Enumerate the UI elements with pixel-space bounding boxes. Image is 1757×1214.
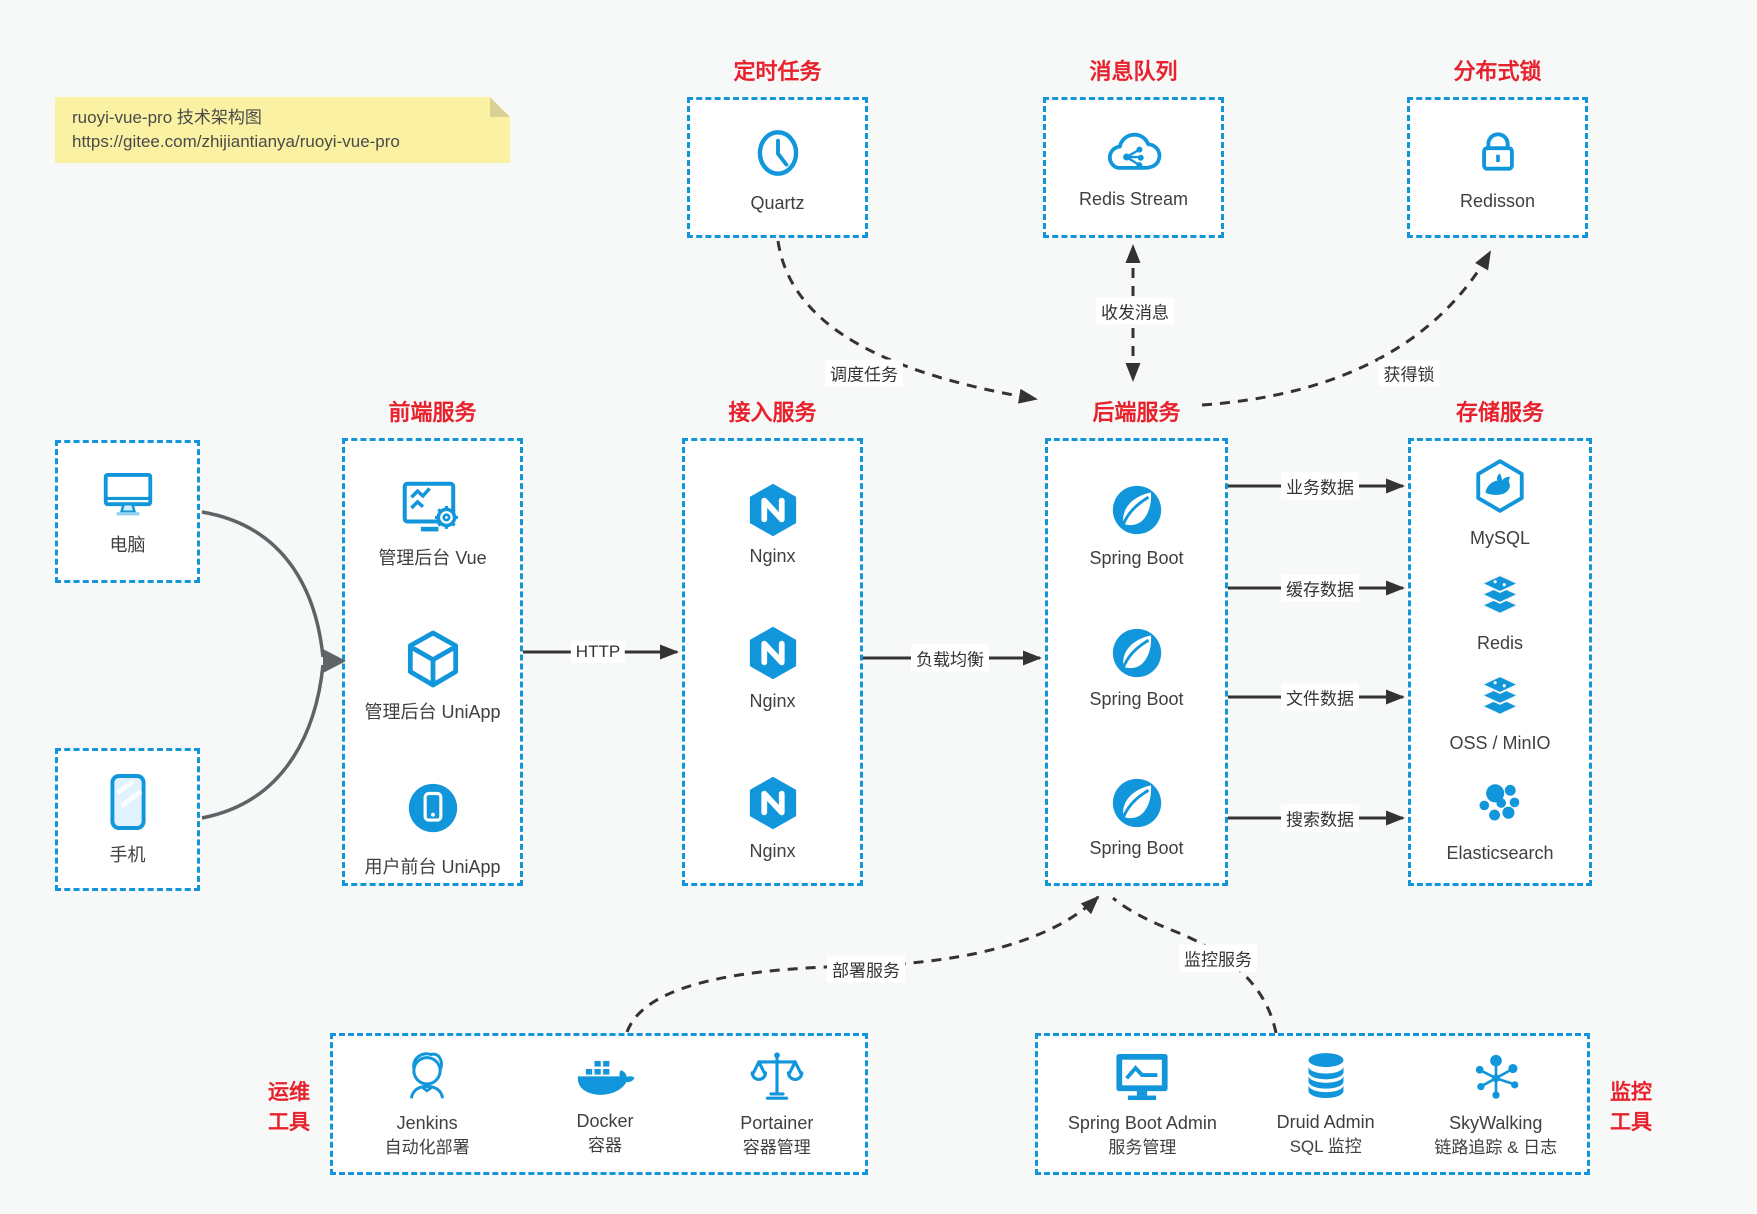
skywalking-item: SkyWalking 链路追踪 & 日志 [1434, 1048, 1557, 1160]
skywalking-icon [1475, 1054, 1519, 1099]
nginx-icon [743, 773, 803, 833]
frontend-services-box: 管理后台 Vue 管理后台 UniApp 用户前台 UniApp [342, 438, 523, 886]
item-label: Spring Boot [1089, 838, 1184, 858]
sticky-note: ruoyi-vue-pro 技术架构图 https://gitee.com/zh… [55, 97, 510, 163]
quartz-label: Quartz [750, 192, 805, 213]
tool-name: Docker [576, 1111, 634, 1131]
tool-desc: SQL 监控 [1289, 1137, 1362, 1156]
edge-phone-to-frontend [201, 664, 325, 820]
redisson-label: Redisson [1459, 190, 1536, 211]
mysql-icon [1471, 457, 1529, 515]
edge-label-schedule: 调度任务 [825, 359, 903, 387]
redis-stream-box: Redis Stream [1043, 97, 1224, 238]
edge-lock-path [1201, 250, 1492, 407]
quartz-box: Quartz [687, 97, 868, 238]
title-distributed-lock: 分布式锁 [1453, 59, 1542, 84]
title-access-services: 接入服务 [728, 400, 817, 425]
note-fold-corner [490, 97, 510, 117]
title-frontend-services: 前端服务 [388, 400, 477, 425]
phone-box: 手机 [55, 748, 200, 891]
item-label: 管理后台 Vue [378, 548, 487, 568]
item-label: Spring Boot [1089, 689, 1184, 709]
phone-label: 手机 [109, 845, 146, 865]
title-backend-services: 后端服务 [1092, 400, 1181, 425]
item-label: 用户前台 UniApp [364, 857, 501, 877]
uniapp-cube-icon [401, 627, 465, 691]
ops-tools-side-label: 运维 工具 [268, 1081, 310, 1134]
desktop-box: 电脑 [55, 440, 200, 583]
edge-label-search-data: 搜索数据 [1281, 804, 1359, 832]
druid-item: Druid Admin SQL 监控 [1277, 1049, 1375, 1159]
tool-desc: 容器管理 [742, 1138, 811, 1157]
backend-services-box: Spring Boot Spring Boot Spring Boot [1045, 438, 1228, 886]
monitor-tools-box: Spring Boot Admin 服务管理 Druid Admin SQL 监… [1035, 1033, 1590, 1175]
cloud-message-icon [1107, 132, 1161, 170]
item-label: Nginx [749, 691, 796, 711]
docker-icon [577, 1059, 635, 1095]
edge-label-message: 收发消息 [1096, 297, 1174, 325]
edge-desktop-to-frontend [201, 510, 325, 658]
spring-boot-admin-item: Spring Boot Admin 服务管理 [1068, 1048, 1217, 1160]
redis-icon [1471, 569, 1529, 621]
edge-label-lock: 获得锁 [1378, 359, 1440, 387]
redis-stream-label: Redis Stream [1078, 188, 1189, 209]
desktop-label: 电脑 [109, 535, 146, 555]
docker-item: Docker 容器 [573, 1050, 637, 1158]
tool-desc: 容器 [587, 1136, 622, 1155]
tool-name: Jenkins [396, 1113, 458, 1133]
desktop-icon [103, 473, 152, 516]
portainer-item: Portainer 容器管理 [740, 1048, 813, 1160]
edge-label-deploy: 部署服务 [827, 955, 905, 983]
edge-label-business-data: 业务数据 [1281, 472, 1359, 500]
edge-label-load-balance: 负载均衡 [911, 644, 989, 672]
tool-name: Spring Boot Admin [1067, 1113, 1217, 1133]
tool-name: Portainer [740, 1113, 814, 1133]
spring-boot-admin-icon [1116, 1053, 1168, 1101]
access-services-box: Nginx Nginx Nginx [682, 438, 863, 886]
redisson-box: Redisson [1407, 97, 1588, 238]
note-title: ruoyi-vue-pro 技术架构图 [72, 108, 262, 127]
clock-icon [757, 129, 798, 176]
item-label: Elasticsearch [1446, 843, 1554, 863]
note-url: https://gitee.com/zhijiantianya/ruoyi-vu… [72, 132, 400, 151]
edge-schedule-path [776, 240, 1038, 404]
item-label: Redis [1476, 633, 1524, 653]
druid-icon [1308, 1053, 1344, 1098]
item-label: Nginx [749, 841, 796, 861]
tool-name: SkyWalking [1449, 1113, 1543, 1133]
ops-tools-box: Jenkins 自动化部署 Docker 容器 [330, 1033, 868, 1175]
lock-icon [1481, 131, 1514, 171]
title-storage-services: 存储服务 [1455, 400, 1544, 425]
edge-label-file-data: 文件数据 [1281, 683, 1359, 711]
edge-label-monitor: 监控服务 [1179, 944, 1257, 972]
storage-services-box: MySQL Redis OSS / MinIO [1408, 438, 1592, 886]
spring-boot-icon [1108, 624, 1166, 682]
nginx-icon [743, 623, 803, 683]
item-label: Spring Boot [1089, 548, 1184, 568]
smartphone-icon [109, 774, 146, 830]
item-label: OSS / MinIO [1449, 733, 1551, 753]
item-label: 管理后台 UniApp [364, 702, 501, 722]
portainer-icon [750, 1052, 804, 1100]
jenkins-icon [410, 1052, 445, 1099]
spring-boot-icon [1108, 774, 1166, 832]
edge-label-http: HTTP [570, 641, 626, 663]
tool-desc: 自动化部署 [384, 1138, 470, 1157]
tool-desc: 链路追踪 & 日志 [1434, 1138, 1558, 1157]
tool-name: Druid Admin [1276, 1112, 1375, 1132]
admin-vue-icon [398, 477, 468, 539]
elasticsearch-icon [1471, 774, 1529, 832]
edge-label-cache-data: 缓存数据 [1281, 574, 1359, 602]
tool-desc: 服务管理 [1108, 1138, 1177, 1157]
spring-boot-icon [1108, 481, 1166, 539]
item-label: Nginx [749, 546, 796, 566]
nginx-icon [743, 480, 803, 540]
monitor-tools-side-label: 监控 工具 [1610, 1081, 1652, 1134]
title-scheduled-tasks: 定时任务 [733, 59, 822, 84]
item-label: MySQL [1469, 528, 1530, 548]
jenkins-item: Jenkins 自动化部署 [385, 1048, 470, 1160]
title-message-queue: 消息队列 [1089, 59, 1178, 84]
user-app-icon [404, 779, 462, 837]
oss-minio-icon [1471, 670, 1529, 722]
